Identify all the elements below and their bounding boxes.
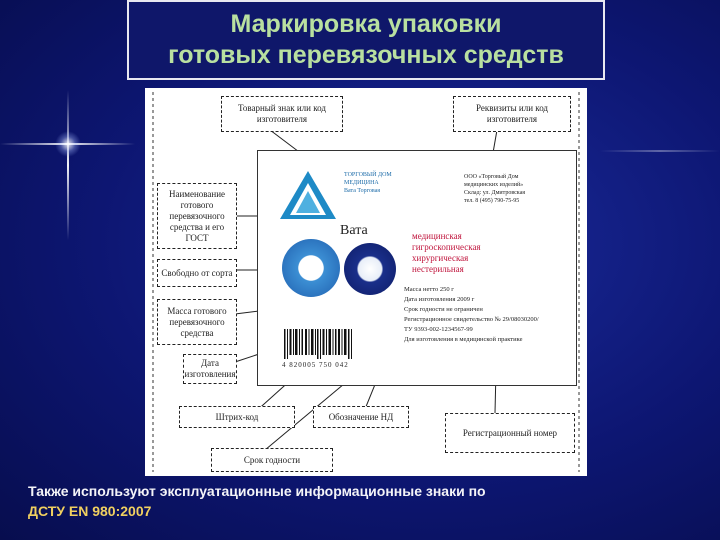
brand-line: ТОРГОВЫЙ ДОМ: [344, 172, 392, 178]
certification-logo: [282, 239, 340, 297]
cotton-flower-logo: [344, 243, 396, 295]
callout-manufacturer-details: Реквизиты или код изготовителя: [453, 96, 571, 132]
callout-manufacture-date: Дата изготовления: [183, 354, 237, 384]
title-box: Маркировка упаковки готовых перевязочных…: [127, 0, 605, 80]
star-flare-glow: [55, 131, 81, 157]
barcode-image: [284, 329, 352, 359]
brand-line: Вата Торговая: [344, 188, 381, 194]
callout-nd-designation: Обозначение НД: [313, 406, 409, 428]
star-flare-right: [600, 150, 720, 152]
info-line: ТУ 9393-002-1234567-99: [404, 326, 473, 333]
star-flare-vertical: [67, 90, 69, 240]
brand-line: МЕДИЦИНА: [344, 180, 379, 186]
company-line: тел. 8 (495) 790-75-95: [464, 198, 520, 204]
package-label: ТОРГОВЫЙ ДОМ МЕДИЦИНА Вата Торговая ООО …: [257, 150, 577, 386]
caption: Также используют эксплуатационные информ…: [28, 481, 708, 521]
callout-product-name: Наименование готового перевязочного сред…: [157, 183, 237, 249]
company-block: ООО «Торговый Дом медицинских изделий» С…: [464, 173, 525, 205]
subtitle-line: гигроскопическая: [412, 242, 481, 252]
subtitle-line: медицинская: [412, 231, 462, 241]
subtitle-line: нестерильная: [412, 264, 464, 274]
callout-barcode: Штрих-код: [179, 406, 295, 428]
info-line: Дата изготовления 2009 г: [404, 296, 475, 303]
title-line-2: готовых перевязочных средств: [168, 41, 564, 69]
callout-shelf-life: Срок годности: [211, 448, 333, 472]
info-line: Для изготовления в медицинской практике: [404, 336, 523, 343]
info-line: Масса нетто 250 г: [404, 286, 454, 293]
callout-registration-number: Регистрационный номер: [445, 413, 575, 453]
star-flare-horizontal: [0, 143, 135, 145]
callout-free-from-sort: Свободно от сорта: [157, 259, 237, 287]
product-info: Масса нетто 250 г Дата изготовления 2009…: [404, 285, 539, 345]
info-line: Срок годности не ограничен: [404, 306, 483, 313]
product-title-vata: Вата: [340, 223, 368, 238]
callout-product-mass: Масса готового перевязочного средства: [157, 299, 237, 345]
brand-block: ТОРГОВЫЙ ДОМ МЕДИЦИНА Вата Торговая: [344, 171, 392, 195]
company-line: ООО «Торговый Дом: [464, 174, 519, 180]
barcode-digits: 4 820005 750 042: [282, 361, 349, 369]
brand-triangle-logo: [280, 171, 336, 219]
company-line: Склад: ул. Дмитровская: [464, 190, 526, 196]
caption-standard: ДСТУ EN 980:2007: [28, 503, 152, 519]
info-line: Регистрационное свидетельство № 29/08030…: [404, 316, 539, 323]
packaging-label-diagram: Товарный знак или код изготовителя Рекви…: [145, 88, 587, 476]
subtitle-line: хирургическая: [412, 253, 469, 263]
callout-manufacturer-mark: Товарный знак или код изготовителя: [221, 96, 343, 132]
caption-line-1: Также используют эксплуатационные информ…: [28, 483, 486, 499]
company-line: медицинских изделий»: [464, 182, 524, 188]
title-line-1: Маркировка упаковки: [230, 10, 502, 38]
product-subtitle: медицинская гигроскопическая хирургическ…: [412, 231, 481, 275]
